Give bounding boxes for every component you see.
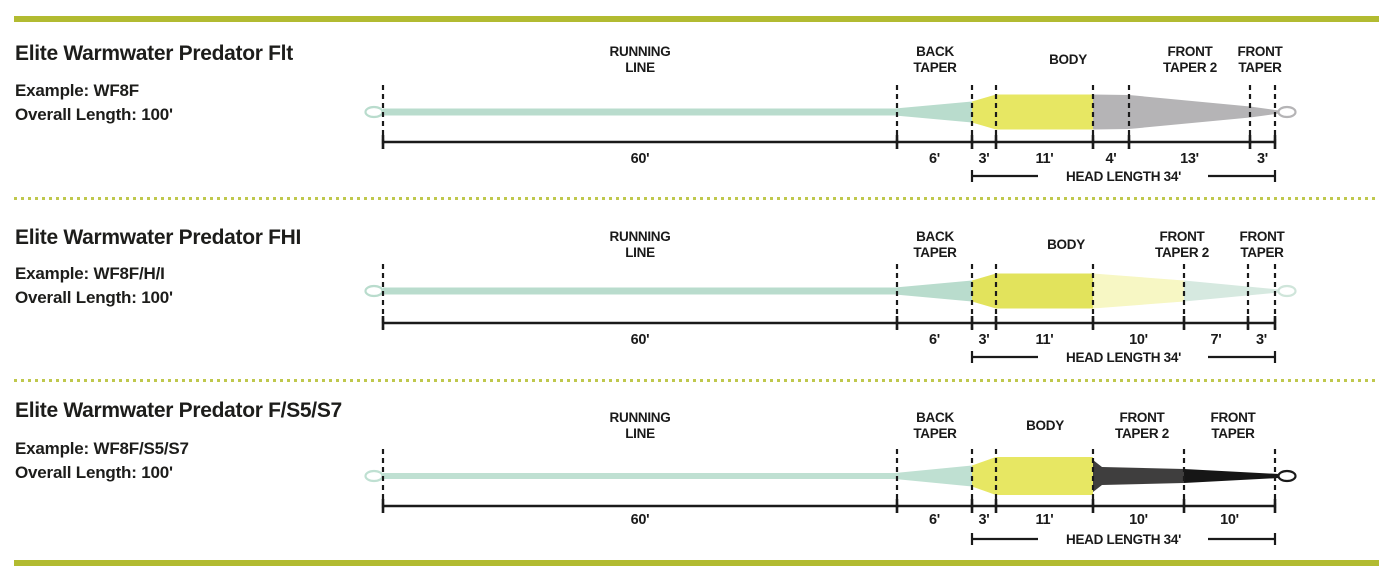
section-label: FRONT	[1240, 229, 1286, 244]
head-length-label: HEAD LENGTH 34'	[1066, 169, 1181, 184]
line-example: Example: WF8F	[15, 81, 139, 100]
measurement-label: 3'	[1256, 332, 1267, 348]
section-label: FRONT	[1238, 44, 1284, 59]
line-info-block: Elite Warmwater Predator Flt Example: WF…	[15, 42, 370, 127]
profile-segment-front-taper-2	[1093, 460, 1184, 492]
profile-segment-front-taper-2	[1093, 273, 1184, 309]
right-loop-icon	[1277, 469, 1297, 483]
line-overall-length: Overall Length: 100'	[15, 105, 173, 124]
section-label: TAPER	[1211, 426, 1255, 441]
section-label: RUNNING	[610, 410, 671, 425]
measurement-label: 6'	[929, 151, 940, 167]
dotted-divider	[14, 197, 1379, 200]
top-accent-bar	[14, 16, 1379, 22]
section-label: BACK	[916, 410, 954, 425]
section-label: FRONT	[1211, 410, 1257, 425]
section-label: TAPER	[1238, 60, 1282, 75]
head-length-label: HEAD LENGTH 34'	[1066, 532, 1181, 547]
left-loop-icon	[364, 469, 384, 483]
line-title: Elite Warmwater Predator FHI	[15, 226, 302, 249]
section-label: LINE	[625, 245, 655, 260]
measurement-label: 6'	[929, 332, 940, 348]
measurement-label: 10'	[1220, 512, 1239, 528]
section-label: LINE	[625, 426, 655, 441]
measurement-label: 7'	[1211, 332, 1222, 348]
profile-segment-body	[972, 94, 1093, 130]
profile-segment-running-line	[383, 465, 972, 487]
measurement-label: 4'	[1106, 151, 1117, 167]
line-title: Elite Warmwater Predator Flt	[15, 42, 293, 65]
profile-segment-body	[972, 457, 1093, 495]
line-title: Elite Warmwater Predator F/S5/S7	[15, 399, 342, 422]
taper-row-f-s5-s7: Elite Warmwater Predator F/S5/S7 Example…	[0, 381, 1393, 579]
section-label: BACK	[916, 44, 954, 59]
measurement-label: 10'	[1129, 332, 1148, 348]
profile-segment-body	[972, 273, 1093, 309]
section-label: RUNNING	[610, 44, 671, 59]
measurement-label: 3'	[979, 512, 990, 528]
line-example: Example: WF8F/H/I	[15, 264, 165, 283]
measurement-label: 3'	[1257, 151, 1268, 167]
measurement-label: 11'	[1036, 151, 1054, 167]
section-label: FRONT	[1160, 229, 1206, 244]
section-label: BODY	[1049, 52, 1087, 67]
section-label: BACK	[916, 229, 954, 244]
line-overall-length: Overall Length: 100'	[15, 288, 173, 307]
right-loop-icon	[1277, 284, 1297, 298]
line-example: Example: WF8F/S5/S7	[15, 439, 189, 458]
line-info-block: Elite Warmwater Predator F/S5/S7 Example…	[15, 399, 370, 485]
profile-segment-running-line	[383, 101, 972, 123]
measurement-label: 60'	[631, 512, 650, 528]
section-label: FRONT	[1120, 410, 1166, 425]
line-overall-length: Overall Length: 100'	[15, 463, 173, 482]
section-label: TAPER	[913, 245, 957, 260]
bottom-accent-bar	[14, 560, 1379, 566]
section-label: FRONT	[1168, 44, 1214, 59]
profile-segment-running-line	[383, 280, 972, 302]
measurement-label: 3'	[979, 151, 990, 167]
section-label: TAPER	[913, 426, 957, 441]
measurement-label: 11'	[1036, 512, 1054, 528]
left-loop-icon	[364, 105, 384, 119]
head-length-label: HEAD LENGTH 34'	[1066, 350, 1181, 365]
section-label: TAPER	[1240, 245, 1284, 260]
measurement-label: 60'	[631, 151, 650, 167]
section-label: BODY	[1026, 418, 1064, 433]
section-label: TAPER 2	[1163, 60, 1217, 75]
profile-segment-front-taper	[1184, 280, 1279, 302]
measurement-label: 3'	[979, 332, 990, 348]
section-label: TAPER 2	[1155, 245, 1209, 260]
taper-row-flt: Elite Warmwater Predator Flt Example: WF…	[0, 0, 1393, 197]
measurement-label: 60'	[631, 332, 650, 348]
right-loop-icon	[1277, 105, 1297, 119]
section-label: LINE	[625, 60, 655, 75]
section-label: TAPER 2	[1115, 426, 1169, 441]
section-label: RUNNING	[610, 229, 671, 244]
measurement-label: 13'	[1180, 151, 1199, 167]
measurement-label: 6'	[929, 512, 940, 528]
taper-row-fhi: Elite Warmwater Predator FHI Example: WF…	[0, 198, 1393, 377]
measurement-label: 10'	[1129, 512, 1148, 528]
profile-segment-front-taper	[1093, 94, 1279, 130]
profile-segment-front-taper	[1184, 469, 1279, 483]
section-label: TAPER	[913, 60, 957, 75]
dotted-divider	[14, 379, 1379, 382]
left-loop-icon	[364, 284, 384, 298]
measurement-label: 11'	[1036, 332, 1054, 348]
section-label: BODY	[1047, 237, 1085, 252]
line-info-block: Elite Warmwater Predator FHI Example: WF…	[15, 226, 370, 310]
